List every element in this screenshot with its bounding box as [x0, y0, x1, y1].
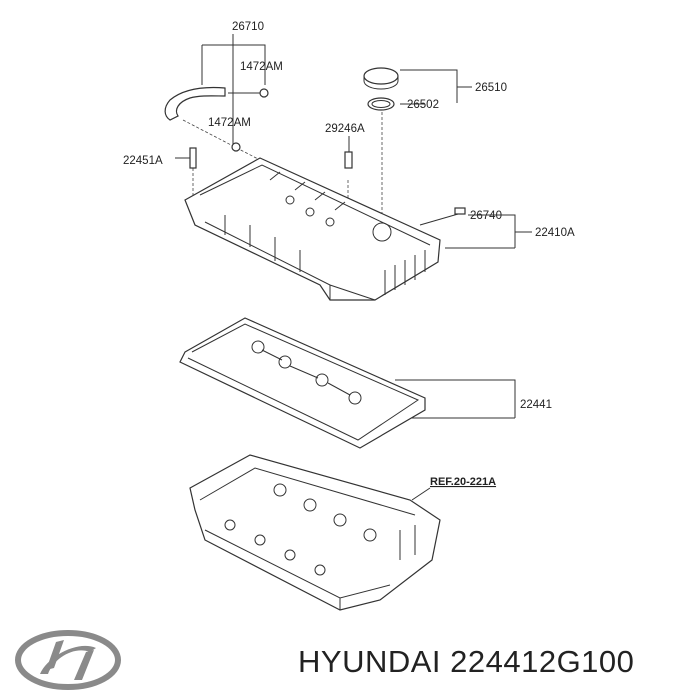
breather-hose — [164, 86, 226, 121]
label-cap-gasket: 26502 — [407, 99, 439, 111]
bolt-center — [344, 151, 353, 169]
label-pcv-valve: 26740 — [470, 210, 502, 222]
label-clamp-lower: 1472AM — [208, 117, 251, 129]
oil-filler-cap — [363, 67, 399, 90]
bolt-left — [189, 147, 197, 169]
part-caption: HYUNDAI 224412G100 — [298, 644, 635, 679]
cylinder-head — [189, 454, 441, 611]
label-hose: 26710 — [232, 21, 264, 33]
label-head-ref: REF.20-221A — [430, 476, 496, 488]
valve-cover-gasket — [179, 317, 426, 449]
clamp-lower — [231, 142, 241, 152]
hyundai-logo — [15, 630, 121, 690]
label-bolt-center: 29246A — [325, 123, 365, 135]
cap-gasket — [367, 97, 395, 111]
label-bolt-left: 22451A — [123, 155, 163, 167]
label-cover-assy: 22410A — [535, 227, 575, 239]
label-clamp-upper: 1472AM — [240, 61, 283, 73]
label-oil-cap-assy: 26510 — [475, 82, 507, 94]
label-cover-gasket: 22441 — [520, 399, 552, 411]
clamp-upper — [259, 88, 269, 98]
pcv-valve — [454, 207, 466, 215]
valve-cover — [184, 157, 441, 301]
